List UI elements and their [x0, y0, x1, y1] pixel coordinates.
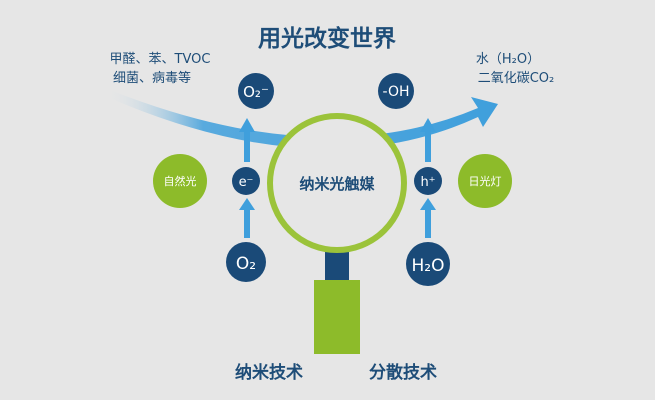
magnifier-ring [267, 113, 407, 253]
products-line1: 水（H₂O） [476, 52, 540, 67]
magnifier-handle [314, 280, 360, 354]
node-hydroxyl: -OH [378, 73, 414, 109]
magnifier-neck [325, 250, 349, 280]
transformation-arc-arrow [105, 88, 498, 149]
products-line2: 二氧化碳CO₂ [478, 71, 555, 86]
light-source-natural: 自然光 [153, 154, 207, 208]
diagram-title: 用光改变世界 [258, 25, 396, 52]
node-superoxide: O₂⁻ [238, 73, 274, 109]
bottom-label-nano-tech: 纳米技术 [235, 362, 303, 383]
node-hole: h⁺ [414, 167, 442, 195]
node-hydroxyl-label: -OH [383, 84, 410, 100]
arrow-electron-to-superoxide [239, 118, 255, 162]
pollutants-line1: 甲醛、苯、TVOC [110, 51, 211, 67]
node-electron: e⁻ [232, 167, 260, 195]
light-source-sunlight-label: 日光灯 [469, 174, 502, 188]
arrow-water-to-hole [420, 198, 436, 238]
light-source-sunlight: 日光灯 [458, 154, 512, 208]
node-oxygen-label: O₂ [236, 254, 256, 274]
node-water: H₂O [406, 242, 450, 286]
arrow-hole-to-hydroxyl [420, 118, 436, 162]
bottom-label-dispersion-tech: 分散技术 [369, 362, 437, 383]
node-electron-label: e⁻ [239, 175, 254, 190]
arrow-o2-to-electron [239, 198, 255, 238]
node-superoxide-label: O₂⁻ [243, 83, 269, 101]
node-hole-label: h⁺ [420, 175, 435, 190]
node-water-label: H₂O [412, 256, 445, 276]
node-oxygen: O₂ [226, 242, 266, 282]
light-source-natural-label: 自然光 [164, 174, 197, 188]
center-label: 纳米光触媒 [299, 175, 375, 193]
pollutants-line2: 细菌、病毒等 [113, 70, 191, 86]
